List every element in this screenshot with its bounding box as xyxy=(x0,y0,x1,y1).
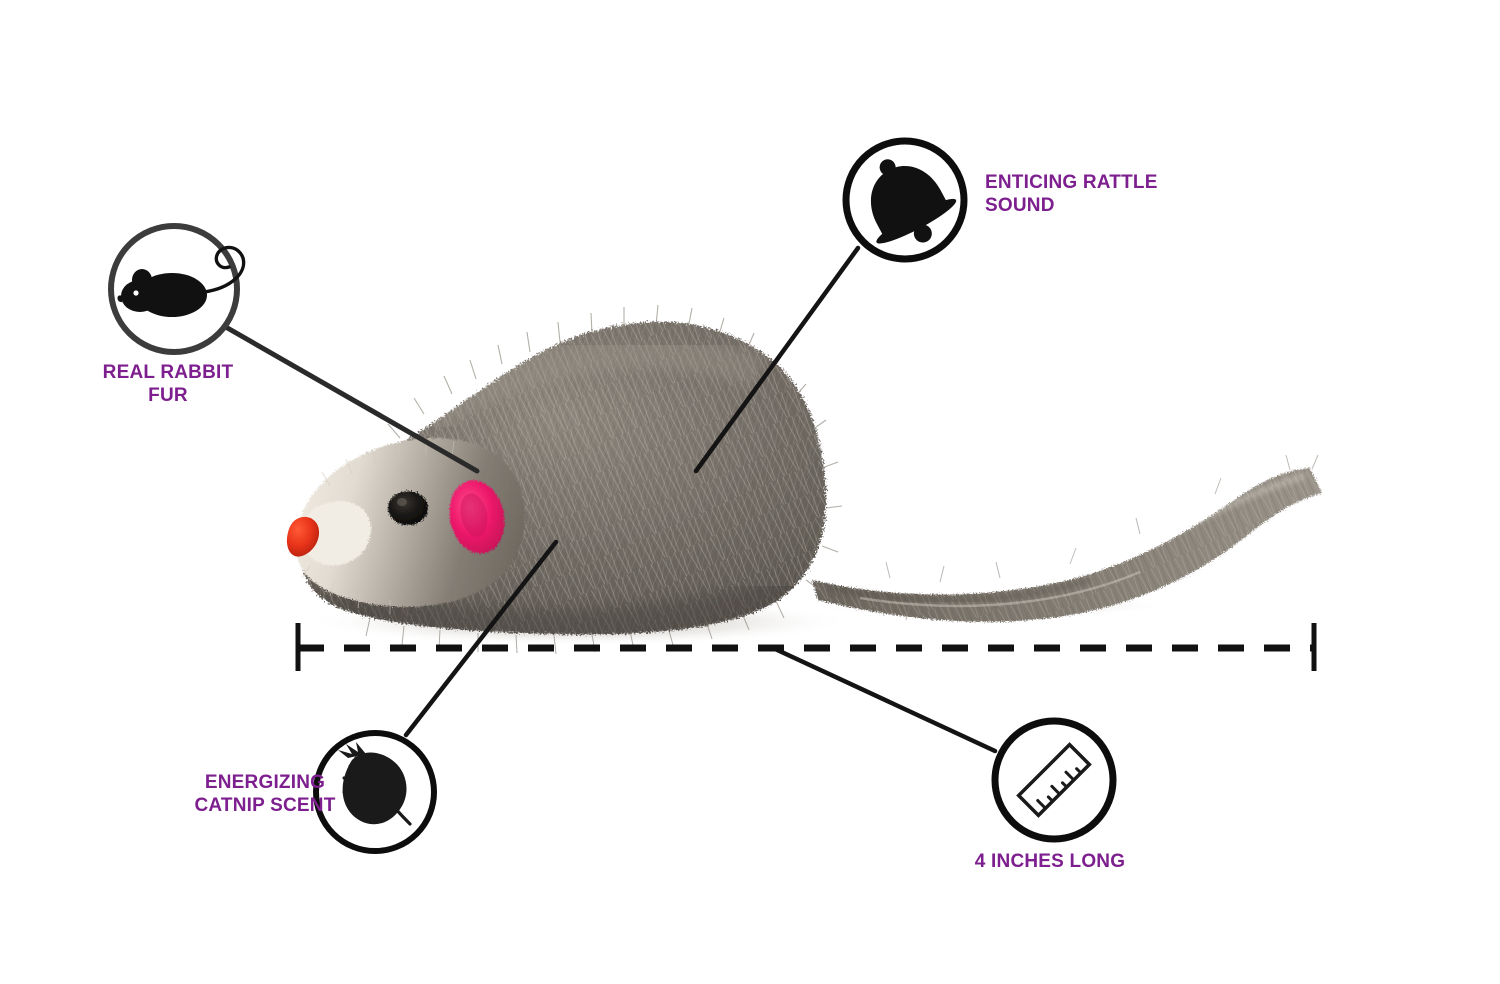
badge-real-rabbit-fur-hit[interactable] xyxy=(108,223,240,355)
ruler-icon xyxy=(1016,742,1092,818)
badge-enticing-rattle-sound-hit[interactable] xyxy=(843,138,967,262)
connector-four-inches-long xyxy=(770,645,998,754)
connector-enticing-rattle-sound xyxy=(693,245,861,474)
mouse-icon xyxy=(117,245,246,317)
callout-label-enticing-rattle-sound: ENTICING RATTLE SOUND xyxy=(985,172,1158,216)
badge-four-inches-long[interactable] xyxy=(991,717,1117,843)
mouse-nose xyxy=(286,516,320,557)
callout-label-energizing-catnip-scent: ENERGIZING CATNIP SCENT xyxy=(194,772,336,816)
bell-icon xyxy=(870,159,957,244)
mouse-ear xyxy=(449,480,505,554)
mouse-eye xyxy=(388,491,428,525)
callout-label-real-rabbit-fur: REAL RABBIT FUR xyxy=(102,362,234,406)
connector-real-rabbit-fur xyxy=(214,319,480,474)
badge-real-rabbit-fur[interactable] xyxy=(108,223,246,355)
length-dimension-line xyxy=(295,623,1317,671)
connector-energizing-catnip-scent xyxy=(403,539,559,738)
connector-lines xyxy=(214,245,998,754)
callout-label-four-inches-long: 4 INCHES LONG xyxy=(974,851,1126,872)
badge-energizing-catnip-scent[interactable] xyxy=(313,730,437,854)
feather-icon xyxy=(338,742,412,826)
badge-four-inches-long-hit[interactable] xyxy=(992,718,1116,842)
mouse-head xyxy=(286,437,525,614)
badge-enticing-rattle-sound[interactable] xyxy=(842,137,968,263)
